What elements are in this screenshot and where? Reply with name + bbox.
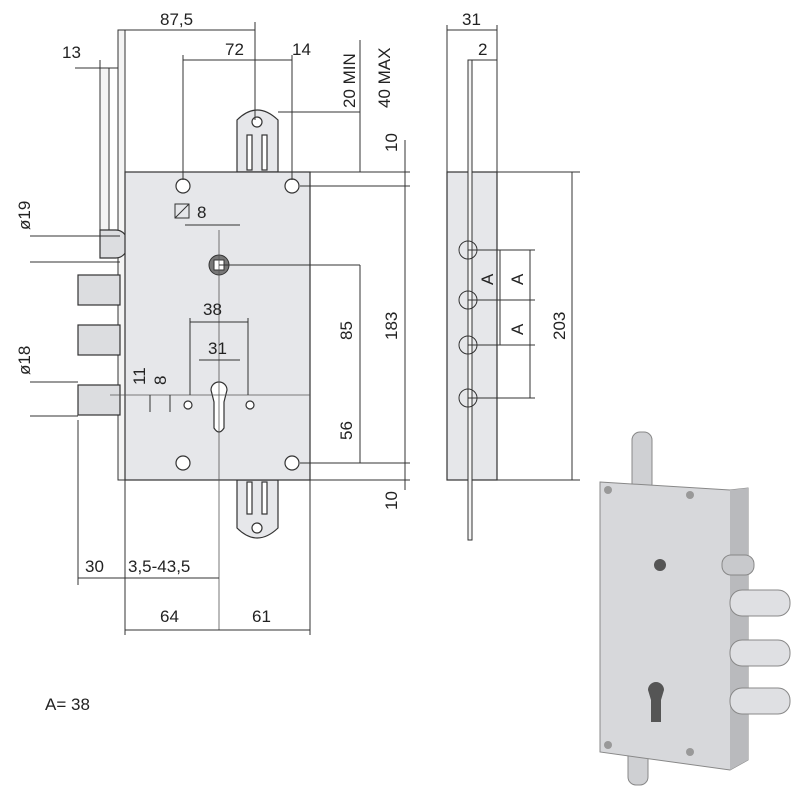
side-dim-2: 2 bbox=[478, 40, 487, 59]
lock-product-image bbox=[599, 431, 791, 786]
faceplate-edge bbox=[99, 67, 110, 239]
dim-31: 31 bbox=[208, 339, 227, 358]
dim-bottom: 10 bbox=[382, 491, 401, 510]
square-symbol-icon bbox=[174, 203, 190, 219]
side-dim-a: A bbox=[508, 323, 527, 335]
dim-8: 8 bbox=[151, 376, 170, 385]
lock-case bbox=[124, 171, 311, 481]
dim-30: 30 bbox=[85, 557, 104, 576]
side-view: 31 2 A A A 203 bbox=[446, 10, 580, 541]
dim-38: 38 bbox=[203, 300, 222, 319]
dim-faceplate: 13 bbox=[62, 43, 81, 62]
dim-85: 85 bbox=[337, 321, 356, 340]
side-dim-a: A bbox=[508, 273, 527, 285]
dim-holes-spacing: 72 bbox=[225, 40, 244, 59]
dim-64: 64 bbox=[160, 607, 179, 626]
mount-hole bbox=[175, 178, 191, 194]
dim-backset-range: 3,5-43,5 bbox=[128, 557, 190, 576]
dim-11: 11 bbox=[130, 367, 149, 385]
side-dim-31: 31 bbox=[462, 10, 481, 29]
side-dim-a: A bbox=[478, 273, 497, 285]
dim-bracket: 14 bbox=[292, 40, 311, 59]
mount-hole bbox=[284, 455, 300, 471]
dim-top: 10 bbox=[382, 133, 401, 152]
deadbolt-2 bbox=[77, 324, 121, 356]
dim-61: 61 bbox=[252, 607, 271, 626]
dim-latch-dia: ø19 bbox=[15, 201, 34, 230]
latch-bolt bbox=[99, 229, 129, 259]
dim-183: 183 bbox=[382, 312, 401, 340]
dim-total-width: 87,5 bbox=[160, 10, 193, 29]
dim-bolt-dia: ø18 bbox=[15, 346, 34, 375]
mount-hole bbox=[175, 455, 191, 471]
dim-56: 56 bbox=[337, 421, 356, 440]
dim-spindle: 8 bbox=[197, 203, 206, 222]
note-a: A= 38 bbox=[45, 695, 90, 714]
mount-hole bbox=[284, 178, 300, 194]
deadbolt-1 bbox=[77, 274, 121, 306]
side-dim-203: 203 bbox=[550, 312, 569, 340]
dim-min: 20 MIN bbox=[340, 53, 359, 108]
front-view: 87,5 13 72 14 20 MIN 40 MAX 10 ø19 8 38 … bbox=[15, 10, 410, 635]
deadbolt-3 bbox=[77, 384, 121, 416]
dim-max: 40 MAX bbox=[375, 48, 394, 108]
